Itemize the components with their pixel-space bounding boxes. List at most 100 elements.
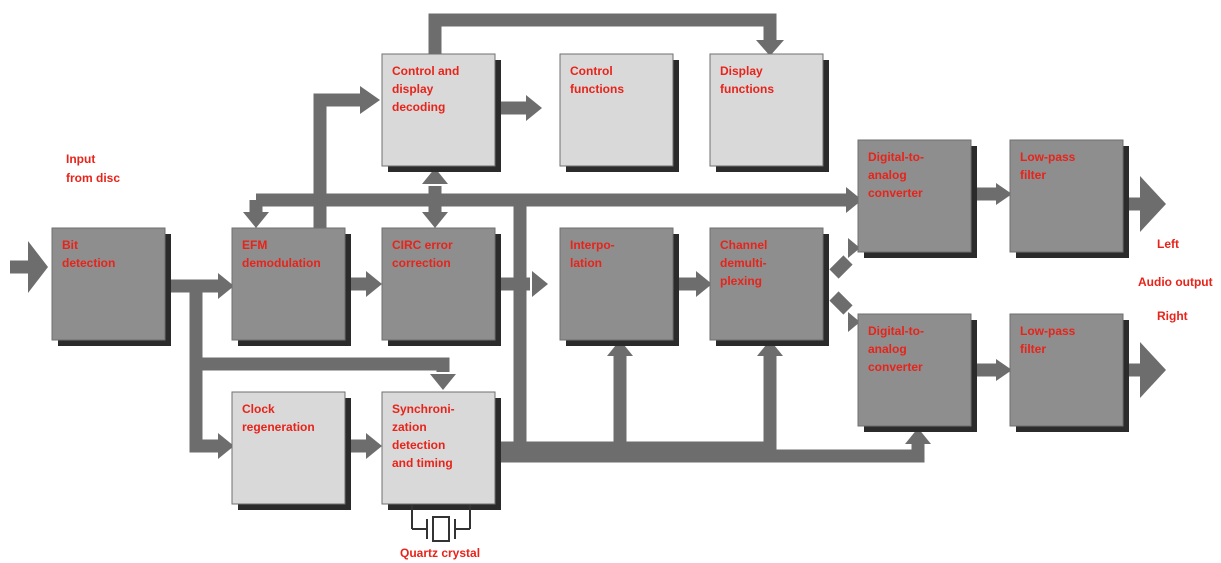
dac-right-label-line: analog xyxy=(868,342,907,356)
control-display-decoding-label-line: decoding xyxy=(392,100,445,114)
control-functions-label-line: functions xyxy=(570,82,624,96)
lowpass-left-block: Low-pass filter xyxy=(1009,139,1129,258)
dac-left-label-line: Digital-to- xyxy=(868,150,924,164)
demux-to-dac-right-pipe xyxy=(829,291,853,315)
output-right-arrowhead xyxy=(1140,342,1166,398)
signal-arrows xyxy=(10,13,1166,505)
dac-to-lowpass-right-arrowhead xyxy=(996,359,1012,381)
control-functions-label-line: Control xyxy=(570,64,613,78)
interpolation-label-line: lation xyxy=(570,256,602,270)
channel-demultiplexing-label-line: Channel xyxy=(720,238,767,252)
bus-to-dac-left-arrowhead xyxy=(846,187,862,213)
bit-detection-label-line: detection xyxy=(62,256,115,270)
dac-left-box xyxy=(857,139,972,253)
dac-right-label-line: Digital-to- xyxy=(868,324,924,338)
lowpass-right-label-line: filter xyxy=(1020,342,1046,356)
efm-to-control-pipe xyxy=(313,93,360,228)
left-channel-label: Left xyxy=(1157,237,1179,251)
circ-error-correction-label-line: CIRC error xyxy=(392,238,453,252)
bit-detection-box xyxy=(51,227,166,341)
interp-to-demux-arrowhead xyxy=(696,271,712,297)
interpolation-block: Interpo-lation xyxy=(559,227,679,346)
bit-to-clock-arrowhead xyxy=(218,433,234,459)
channel-demultiplexing-box xyxy=(709,227,824,341)
interpolation-box xyxy=(559,227,674,341)
sync-detection-timing-block: Synchroni-zation detection and timing xyxy=(381,391,501,510)
efm-demodulation-label-line: EFM xyxy=(242,238,267,252)
control-to-display-pipe xyxy=(428,13,777,54)
timing-to-demux-arrowhead xyxy=(757,340,783,356)
bit-to-sync-pipe xyxy=(196,357,450,372)
control-functions-box xyxy=(559,53,674,167)
efm-to-control-arrowhead xyxy=(360,86,380,114)
display-functions-box xyxy=(709,53,824,167)
sync-detection-timing-label-line: detection xyxy=(392,438,445,452)
sync-detection-timing-label-line: Synchroni- xyxy=(392,402,455,416)
clock-regeneration-block: Clock regeneration xyxy=(231,391,351,510)
clock-regeneration-label-line: Clock xyxy=(242,402,275,416)
bit-to-sync-arrowhead xyxy=(430,374,456,390)
circ-error-correction-label-line: correction xyxy=(392,256,451,270)
lowpass-right-label-line: Low-pass xyxy=(1020,324,1076,338)
bit-detection-block: Bit detection xyxy=(51,227,171,346)
interp-timing-link-pipe xyxy=(520,356,627,455)
control-display-decoding-box xyxy=(381,53,496,167)
control-display-decoding-label-line: Control and xyxy=(392,64,459,78)
sync-detection-timing-label-line: zation xyxy=(392,420,427,434)
control-display-decoding-block: Control and display decoding xyxy=(381,53,501,172)
free-labels: Input from disc Left Audio output Right … xyxy=(66,152,1213,560)
right-channel-label: Right xyxy=(1157,309,1188,323)
circ-to-control-arrowhead xyxy=(422,168,448,184)
channel-demultiplexing-block: Channel demulti-plexing xyxy=(709,227,829,346)
dac-right-label-line: converter xyxy=(868,360,923,374)
input-arrowhead xyxy=(28,241,48,293)
timing-to-interp-arrowhead xyxy=(607,340,633,356)
clock-regeneration-box xyxy=(231,391,346,505)
clock-to-sync-arrowhead xyxy=(366,433,382,459)
lowpass-left-label-line: filter xyxy=(1020,168,1046,182)
control-to-circ-arrowhead xyxy=(422,212,448,228)
bit-to-efm-arrowhead xyxy=(218,273,234,299)
quartz-crystal-symbol xyxy=(411,505,471,542)
control-to-display-arrowhead xyxy=(756,40,784,56)
demux-timing-link-pipe xyxy=(620,356,777,455)
quartz-crystal-label: Quartz crystal xyxy=(400,546,480,560)
circ-to-interp-arrowhead xyxy=(532,271,548,297)
timing-to-dac-right-arrowhead xyxy=(905,428,931,444)
control-display-decoding-label-line: display xyxy=(392,82,434,96)
sync-detection-timing-box xyxy=(381,391,496,505)
circ-error-correction-block: CIRC error correction xyxy=(381,227,501,346)
vertical-distribution-pipe xyxy=(500,200,527,455)
demux-to-dac-left-arrowhead xyxy=(848,238,860,258)
efm-demodulation-label-line: demodulation xyxy=(242,256,321,270)
function-blocks: Bit detection EFM demodulation CIRC error cor… xyxy=(51,53,1129,510)
input-label-line1: Input xyxy=(66,152,95,166)
display-functions-block: Display functions xyxy=(709,53,829,172)
circ-error-correction-box xyxy=(381,227,496,341)
efm-demodulation-box xyxy=(231,227,346,341)
timing-bus-pipe xyxy=(500,444,925,463)
dac-to-lowpass-left-arrowhead xyxy=(996,183,1012,205)
input-label-line2: from disc xyxy=(66,171,120,185)
output-left-arrowhead xyxy=(1140,176,1166,232)
lowpass-right-box xyxy=(1009,313,1124,427)
bit-detection-label-line: Bit xyxy=(62,238,78,252)
lowpass-left-label-line: Low-pass xyxy=(1020,150,1076,164)
display-functions-label-line: Display xyxy=(720,64,763,78)
efm-to-circ-arrowhead xyxy=(366,271,382,297)
control-to-functions-arrowhead xyxy=(526,95,542,121)
demux-to-dac-right-arrowhead xyxy=(848,312,860,332)
channel-demultiplexing-label-line: plexing xyxy=(720,274,762,288)
bus-to-efm-arrowhead xyxy=(243,212,269,228)
audio-output-label: Audio output xyxy=(1138,275,1213,289)
control-functions-block: Control functions xyxy=(559,53,679,172)
efm-demodulation-block: EFM demodulation xyxy=(231,227,351,346)
dac-right-block: Digital-to-analog converter xyxy=(857,313,977,432)
dac-left-label-line: converter xyxy=(868,186,923,200)
channel-demultiplexing-label-line: demulti- xyxy=(720,256,767,270)
clock-regeneration-label-line: regeneration xyxy=(242,420,315,434)
display-functions-label-line: functions xyxy=(720,82,774,96)
sync-detection-timing-label-line: and timing xyxy=(392,456,453,470)
